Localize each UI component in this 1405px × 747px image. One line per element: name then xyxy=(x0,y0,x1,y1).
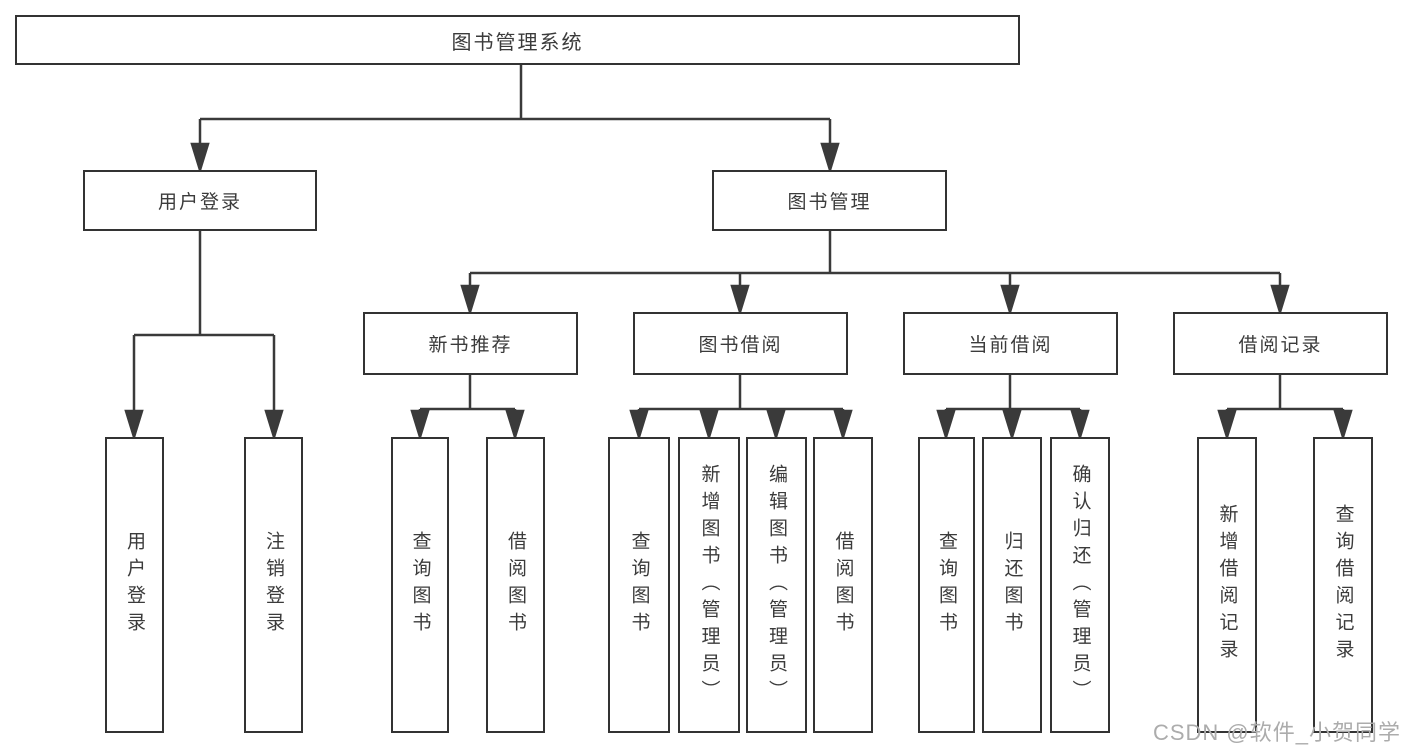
leaf-return-books: 归还图书 xyxy=(982,437,1042,733)
leaf-query-books-current: 查询图书 xyxy=(918,437,975,733)
leaf-add-books-admin-label: 新增图书（管理员） xyxy=(698,463,720,707)
leaf-query-books-recommend-label: 查询图书 xyxy=(409,531,431,639)
leaf-logout-label: 注销登录 xyxy=(263,531,284,639)
node-borrow-records: 借阅记录 xyxy=(1173,312,1388,375)
leaf-borrow-books-label: 借阅图书 xyxy=(832,531,854,639)
csdn-watermark: CSDN @软件_小贺同学 xyxy=(1152,720,1401,745)
leaf-user-login-label: 用户登录 xyxy=(124,531,145,639)
node-current-borrow-label: 当前借阅 xyxy=(968,335,1053,356)
leaf-query-books-current-label: 查询图书 xyxy=(936,531,957,639)
node-borrow-records-label: 借阅记录 xyxy=(1238,335,1323,356)
node-user-login: 用户登录 xyxy=(83,170,317,231)
leaf-user-login: 用户登录 xyxy=(105,437,164,733)
leaf-confirm-return-admin-label: 确认归还（管理员） xyxy=(1069,463,1091,707)
leaf-logout: 注销登录 xyxy=(244,437,303,733)
leaf-query-books-borrow-label: 查询图书 xyxy=(628,531,650,639)
leaf-query-books-recommend: 查询图书 xyxy=(391,437,449,733)
leaf-borrow-books-recommend-label: 借阅图书 xyxy=(505,531,526,639)
leaf-add-borrow-record: 新增借阅记录 xyxy=(1197,437,1257,733)
node-current-borrow: 当前借阅 xyxy=(903,312,1118,375)
node-book-borrow: 图书借阅 xyxy=(633,312,848,375)
leaf-borrow-books-recommend: 借阅图书 xyxy=(486,437,545,733)
leaf-edit-books-admin: 编辑图书（管理员） xyxy=(746,437,807,733)
leaf-add-books-admin: 新增图书（管理员） xyxy=(678,437,740,733)
node-user-login-label: 用户登录 xyxy=(157,192,242,213)
leaf-return-books-label: 归还图书 xyxy=(1001,531,1023,639)
node-book-management-label: 图书管理 xyxy=(787,192,872,213)
node-root-label: 图书管理系统 xyxy=(451,31,584,54)
leaf-edit-books-admin-label: 编辑图书（管理员） xyxy=(766,463,787,707)
node-new-book-recommend-label: 新书推荐 xyxy=(428,335,513,356)
leaf-add-borrow-record-label: 新增借阅记录 xyxy=(1216,504,1238,666)
node-new-book-recommend: 新书推荐 xyxy=(363,312,578,375)
leaf-borrow-books: 借阅图书 xyxy=(813,437,873,733)
node-root: 图书管理系统 xyxy=(15,15,1020,65)
leaf-confirm-return-admin: 确认归还（管理员） xyxy=(1050,437,1110,733)
node-book-management: 图书管理 xyxy=(712,170,947,231)
node-book-borrow-label: 图书借阅 xyxy=(698,335,783,356)
leaf-query-borrow-record: 查询借阅记录 xyxy=(1313,437,1373,733)
leaf-query-books-borrow: 查询图书 xyxy=(608,437,670,733)
leaf-query-borrow-record-label: 查询借阅记录 xyxy=(1332,504,1354,666)
